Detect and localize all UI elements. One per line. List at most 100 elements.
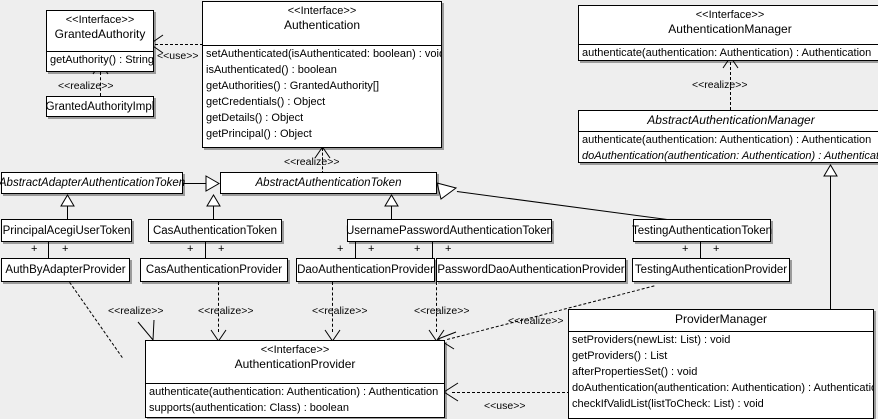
assoc-plus-userpass-dao-left: + <box>337 243 344 255</box>
edge-assoc-principal-authbyadapter <box>48 242 49 258</box>
operations-compartment: authenticate(authentication: Authenticat… <box>579 131 878 164</box>
operation-item: authenticate(authentication: Authenticat… <box>149 386 439 398</box>
assoc-plus-userpass-pwdao-left: + <box>414 243 421 255</box>
edge-realize-passworddaoprovider <box>436 282 437 332</box>
class-auth-by-adapter-provider[interactable]: AuthByAdapterProvider <box>1 258 130 282</box>
class-name-label: GrantedAuthorityImpl <box>45 100 155 113</box>
edge-assoc-testing-testingprovider <box>700 242 701 258</box>
class-header-authentication-provider: <<Interface>> AuthenticationProvider <box>146 341 444 383</box>
operation-item: getAuthority() : String <box>50 54 153 66</box>
operations-compartment: authenticate(authentication: Authenticat… <box>579 44 878 61</box>
operation-item: doAuthentication(authentication: Authent… <box>572 382 873 394</box>
class-testing-authentication-token[interactable]: TestingAuthenticationToken <box>632 219 773 242</box>
class-provider-manager[interactable]: ProviderManager setProviders(newList: Li… <box>568 309 874 419</box>
edge-generalization-principalacegiusertoken <box>67 205 68 219</box>
assoc-plus-cas-right: + <box>218 243 225 255</box>
operations-compartment: setProviders(newList: List) : void getPr… <box>569 331 873 412</box>
class-name-label: AuthenticationProvider <box>234 357 356 371</box>
class-dao-authentication-provider[interactable]: DaoAuthenticationProvider <box>296 258 435 282</box>
class-name-label: TestingAuthenticationToken <box>632 224 773 237</box>
label-use-authentication-grantedauthority: <<use>> <box>157 50 199 62</box>
class-name-label: Authentication <box>283 18 361 32</box>
class-granted-authority-impl[interactable]: GrantedAuthorityImpl <box>46 96 154 117</box>
operation-item: getAuthorities() : GrantedAuthority[] <box>206 80 380 92</box>
edge-generalization-userpasstoken <box>391 205 392 219</box>
class-header-authentication-manager: <<Interface>> AuthenticationManager <box>579 6 878 44</box>
operation-item: supports(authentication: Class) : boolea… <box>149 402 349 414</box>
operation-item: getProviders() : List <box>572 350 668 362</box>
edge-realize-authbyadapter <box>69 282 123 358</box>
class-name-label: AbstractAdapterAuthenticationToken <box>0 177 186 189</box>
edge-assoc-cas-casprovider <box>205 242 206 258</box>
operations-compartment: getAuthority() : String <box>47 51 153 68</box>
label-realize-passworddaoprovider: <<realize>> <box>414 305 470 317</box>
label-realize-grantedauthorityimpl: <<realize>> <box>58 80 114 92</box>
class-authentication[interactable]: <<Interface>> Authentication setAuthenti… <box>202 1 442 148</box>
arrowhead-generalization-testingauthtoken <box>436 182 458 200</box>
arrowhead-generalization-userpasstoken <box>384 194 399 207</box>
operation-item: authenticate(authentication: Authenticat… <box>582 134 872 146</box>
class-header-granted-authority: <<Interface>> GrantedAuthority <box>47 11 153 51</box>
stereotype-label: <<Interface>> <box>287 5 357 17</box>
arrowhead-generalization-principalacegiusertoken <box>60 194 75 207</box>
class-principal-acegi-user-token[interactable]: PrincipalAcegiUserToken <box>1 219 132 242</box>
class-header-provider-manager: ProviderManager <box>569 310 873 331</box>
label-realize-abstractauthtoken: <<realize>> <box>284 156 340 168</box>
class-username-password-authentication-token[interactable]: UsernamePasswordAuthenticationToken <box>345 219 554 242</box>
class-name-label: CasAuthenticationProvider <box>145 264 283 276</box>
operation-item: getDetails() : Object <box>206 112 304 124</box>
assoc-plus-testing-right: + <box>713 243 720 255</box>
class-header-abstract-authentication-manager: AbstractAuthenticationManager <box>579 111 878 131</box>
operation-item: afterPropertiesSet() : void <box>572 366 698 378</box>
edge-realize-casprovider <box>218 282 219 332</box>
operation-item: doAuthentication(authentication: Authent… <box>582 150 878 162</box>
assoc-plus-testing-left: + <box>682 243 689 255</box>
stereotype-label: <<Interface>> <box>65 14 135 26</box>
assoc-plus-userpass-pwdao-right: + <box>445 243 452 255</box>
class-password-dao-authentication-provider[interactable]: PasswordDaoAuthenticationProvider <box>436 258 626 282</box>
stereotype-label: <<Interface>> <box>260 344 330 356</box>
edge-realize-daoprovider <box>332 282 333 332</box>
assoc-plus-principal-left: + <box>31 243 38 255</box>
operations-compartment: setAuthenticated(isAuthenticated: boolea… <box>203 45 441 142</box>
class-name-label: CasAuthenticationToken <box>152 224 278 237</box>
class-granted-authority[interactable]: <<Interface>> GrantedAuthority getAuthor… <box>46 10 154 72</box>
operation-item: getCredentials() : Object <box>206 96 326 108</box>
operations-compartment: authenticate(authentication: Authenticat… <box>146 383 444 416</box>
class-name-label: AuthenticationManager <box>668 22 792 36</box>
edge-use-authentication-grantedauthority <box>155 44 203 45</box>
edge-realize-abstractauthtoken <box>322 148 323 174</box>
arrowhead-generalization-casauthtoken <box>206 194 221 207</box>
edge-use-providermanager-authprovider <box>452 392 655 393</box>
class-abstract-authentication-manager[interactable]: AbstractAuthenticationManager authentica… <box>578 110 878 163</box>
class-authentication-provider[interactable]: <<Interface>> AuthenticationProvider aut… <box>145 340 445 418</box>
class-name-label: UsernamePasswordAuthenticationToken <box>345 224 554 237</box>
edge-assoc-userpass-daoprovider <box>355 242 356 258</box>
label-realize-authbyadapter: <<realize>> <box>108 305 164 317</box>
label-realize-abstractauthmanager: <<realize>> <box>692 79 748 91</box>
class-testing-authentication-provider[interactable]: TestingAuthenticationProvider <box>632 258 790 282</box>
class-name-label: AbstractAuthenticationToken <box>255 177 402 189</box>
class-abstract-adapter-authentication-token[interactable]: AbstractAdapterAuthenticationToken <box>0 172 186 194</box>
label-use-providermanager-authprovider: <<use>> <box>484 400 526 412</box>
class-name-label: DaoAuthenticationProvider <box>297 264 434 276</box>
class-cas-authentication-provider[interactable]: CasAuthenticationProvider <box>140 258 288 282</box>
operation-item: authenticate(authentication: Authenticat… <box>582 47 872 59</box>
edge-realize-grantedauthorityimpl <box>100 72 101 96</box>
edge-assoc-userpass-passworddaoprovider <box>432 242 433 258</box>
class-authentication-manager[interactable]: <<Interface>> AuthenticationManager auth… <box>578 5 878 61</box>
arrowhead-generalization-abstractadaptertoken <box>205 175 221 192</box>
class-cas-authentication-token[interactable]: CasAuthenticationToken <box>148 219 282 242</box>
class-name-label: TestingAuthenticationProvider <box>634 264 788 276</box>
label-realize-testingprovider: <<realize>> <box>508 315 564 327</box>
operation-item: isAuthenticated() : boolean <box>206 64 337 76</box>
class-header-authentication: <<Interface>> Authentication <box>203 2 441 45</box>
edge-generalization-casauthtoken <box>213 205 214 219</box>
class-name-label: PrincipalAcegiUserToken <box>2 224 131 237</box>
assoc-plus-principal-right: + <box>62 243 69 255</box>
class-abstract-authentication-token[interactable]: AbstractAuthenticationToken <box>220 172 437 194</box>
operation-item: getPrincipal() : Object <box>206 128 312 140</box>
edge-generalization-abstractadaptertoken <box>183 183 211 184</box>
assoc-plus-userpass-dao-right: + <box>368 243 375 255</box>
